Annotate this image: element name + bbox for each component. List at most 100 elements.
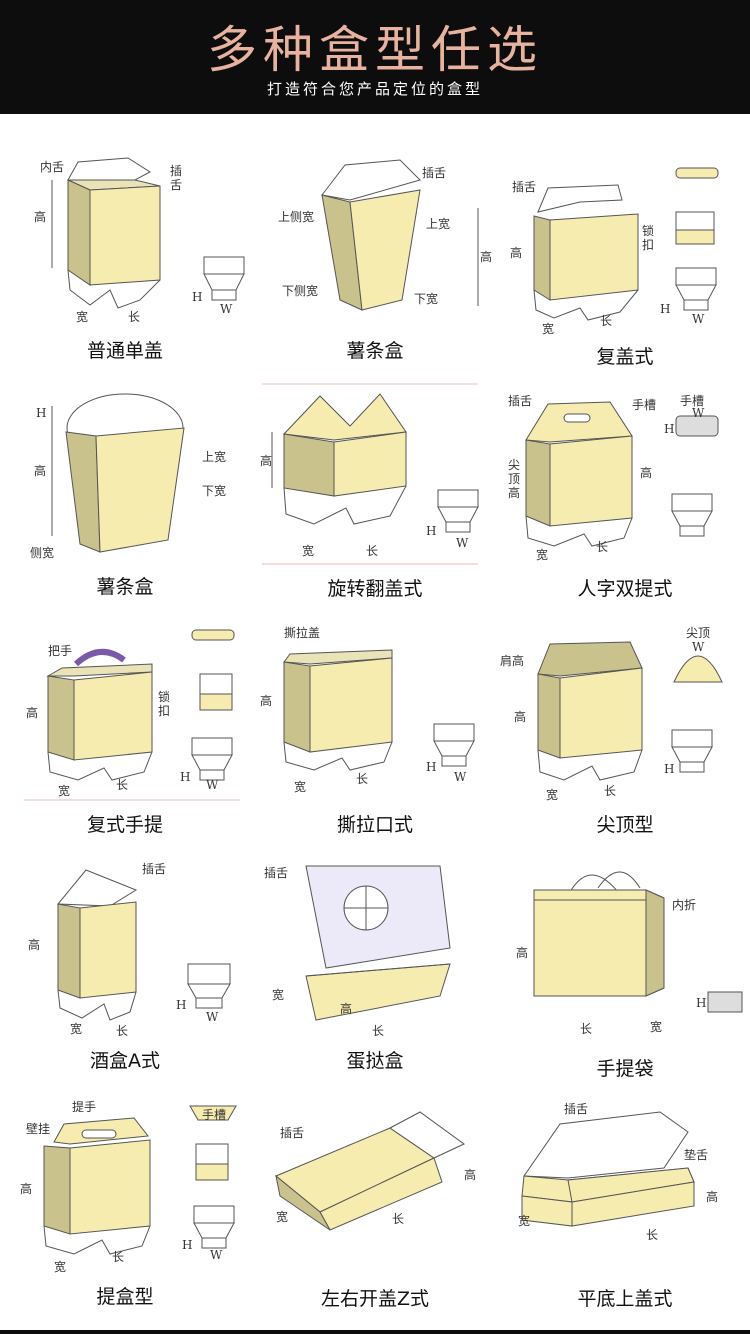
diagram-label: 下宽 <box>414 292 439 306</box>
box-type-name: 普通单盖 <box>86 340 163 362</box>
diagram-label: 下侧宽 <box>282 284 319 298</box>
diagram-label: 高 <box>28 938 41 952</box>
box-type-cell: 内折 高 长 宽 H 手提袋 <box>500 848 750 1084</box>
box-diagram <box>56 869 231 1021</box>
box-type-cell: 插舌 高 宽 长 左右开盖Z式 <box>250 1084 500 1320</box>
diagram-label: H <box>180 770 191 784</box>
box-diagram <box>305 865 451 1021</box>
diagram-label: 长 <box>372 1024 385 1038</box>
diagram-label: 高 <box>26 706 39 720</box>
diagram-label: H <box>176 998 187 1012</box>
diagram-label: 长 <box>116 1024 129 1038</box>
box-type-cell: 内舌 插舌 高 宽 长 H W 普通单盖 <box>0 140 250 376</box>
footer-bar <box>0 1330 750 1334</box>
diagram-label: 内舌 <box>40 160 65 174</box>
diagram-label: 插舌 <box>170 164 183 192</box>
diagram-label: H <box>182 1238 193 1252</box>
diagram-label: 手槽 <box>680 394 705 408</box>
diagram-label: 高 <box>340 1002 353 1016</box>
diagram-label: 高 <box>260 694 273 708</box>
box-diagram <box>51 393 185 553</box>
diagram-label: 长 <box>356 772 369 786</box>
box-diagram <box>321 159 479 311</box>
header-banner: 多种盒型任选 打造符合您产品定位的盒型 <box>0 0 750 114</box>
diagram-label: 长 <box>596 540 609 554</box>
diagram-label: 高 <box>260 454 273 468</box>
diagram-label: 宽 <box>276 1210 289 1224</box>
diagram-label: 宽 <box>58 784 71 798</box>
diagram-label: 宽 <box>546 788 559 802</box>
diagram-label: H <box>426 524 437 538</box>
box-diagram <box>24 629 240 801</box>
diagram-label: 高 <box>20 1182 33 1196</box>
diagram-label: 长 <box>600 314 613 328</box>
diagram-label: W <box>692 312 705 326</box>
diagram-label: 长 <box>392 1212 405 1226</box>
box-type-name: 薯条盒 <box>346 340 404 362</box>
diagram-label: 宽 <box>542 322 555 336</box>
box-diagram <box>262 383 479 565</box>
diagram-label: 插舌 <box>142 862 167 876</box>
diagram-label: 宽 <box>518 1214 531 1228</box>
box-diagram <box>521 1111 695 1227</box>
diagram-label: 长 <box>646 1228 659 1242</box>
box-diagram <box>533 167 719 321</box>
diagram-label: W <box>220 302 233 316</box>
diagram-label: W <box>210 1248 223 1262</box>
box-type-cell: 把手 锁扣 高 宽 长 H W 复式手提 <box>0 612 250 848</box>
diagram-label: 把手 <box>48 644 73 658</box>
diagram-label: 壁挂 <box>26 1122 51 1136</box>
diagram-label: 插舌 <box>564 1102 589 1116</box>
diagram-label: 锁扣 <box>158 690 171 718</box>
diagram-label: 宽 <box>70 1022 83 1036</box>
diagram-label: 宽 <box>302 544 315 558</box>
box-type-cell: 插舌 高 宽 长 H W 酒盒A式 <box>0 848 250 1084</box>
diagram-label: 插舌 <box>264 866 289 880</box>
diagram-label: 宽 <box>76 310 89 324</box>
box-type-name: 复式手提 <box>86 814 163 836</box>
diagram-label: 上侧宽 <box>278 210 315 224</box>
box-diagram <box>275 1111 465 1231</box>
box-type-cell: 插舌 宽 高 长 蛋挞盒 <box>250 848 500 1084</box>
box-type-cell: 插舌 垫舌 高 宽 长 平底上盖式 <box>500 1084 750 1320</box>
diagram-label: 宽 <box>294 780 307 794</box>
box-type-name: 旋转翻盖式 <box>327 578 423 600</box>
diagram-label: H <box>426 760 437 774</box>
box-type-cell: 撕拉盖 高 宽 长 H W 撕拉口式 <box>250 612 500 848</box>
diagram-label: 宽 <box>650 1020 663 1034</box>
diagram-label: 内折 <box>672 898 697 912</box>
box-type-cell: 插舌 手槽 尖顶高 高 宽 长 手槽 W H 人字双提式 <box>500 376 750 612</box>
diagram-label: 手槽 <box>632 398 657 412</box>
diagram-label: 长 <box>604 784 617 798</box>
diagram-label: 长 <box>128 310 141 324</box>
diagram-label: 下宽 <box>202 484 227 498</box>
diagram-label: 插舌 <box>512 180 537 194</box>
box-type-name: 人字双提式 <box>577 578 673 600</box>
diagram-label: 高 <box>516 946 529 960</box>
diagram-label: 高 <box>706 1190 719 1204</box>
diagram-label: 上宽 <box>202 450 227 464</box>
box-diagram <box>525 401 719 547</box>
diagram-label: 宽 <box>272 988 285 1002</box>
diagram-label: 宽 <box>54 1260 67 1274</box>
diagram-label: 肩高 <box>500 654 525 668</box>
box-type-name: 复盖式 <box>596 346 654 368</box>
box-type-name: 撕拉口式 <box>336 814 413 836</box>
diagram-label: 锁扣 <box>642 224 655 252</box>
box-type-cell: 高 宽 长 H W 旋转翻盖式 <box>250 376 500 612</box>
diagram-label: 插舌 <box>280 1126 305 1140</box>
box-type-cell: 肩高 高 宽 长 尖顶 W H 尖顶型 <box>500 612 750 848</box>
box-type-name: 酒盒A式 <box>90 1050 160 1072</box>
diagram-label: 长 <box>112 1250 125 1264</box>
diagram-label: 宽 <box>536 548 549 562</box>
diagram-label: 插舌 <box>422 166 447 180</box>
page-title: 多种盒型任选 <box>207 21 543 79</box>
diagram-label: 高 <box>464 1168 477 1182</box>
box-type-cell: 插舌 上侧宽 上宽 下侧宽 下宽 高 薯条盒 <box>250 140 500 376</box>
diagram-label: 高 <box>34 210 47 224</box>
diagram-label: W <box>454 770 467 784</box>
diagram-label: 提手 <box>72 1100 97 1114</box>
diagram-label: W <box>206 778 219 792</box>
diagram-label: 手槽 <box>202 1108 227 1122</box>
diagram-label: W <box>456 536 469 550</box>
